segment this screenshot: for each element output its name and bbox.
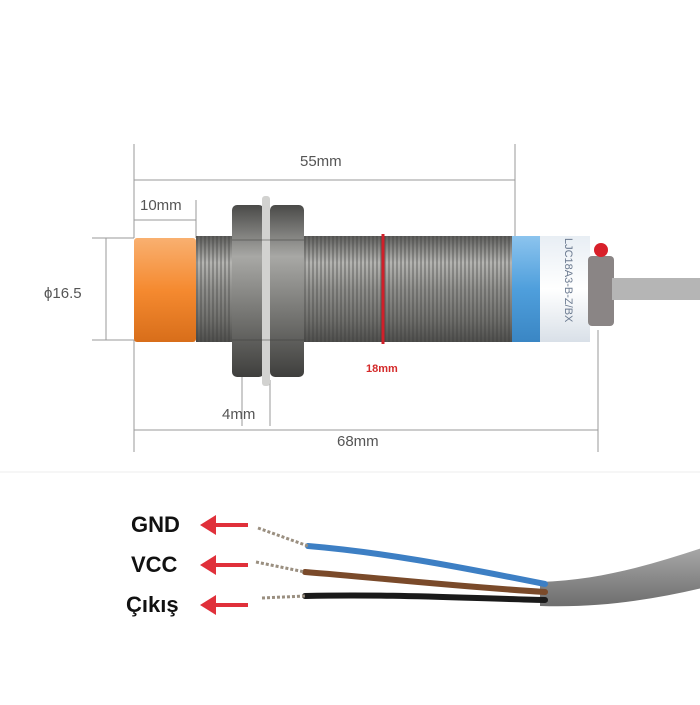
nut-2: [270, 205, 304, 377]
diameter-label: ϕ16.5: [44, 285, 82, 302]
gnd-label: GND: [131, 512, 180, 537]
blue-band: [512, 236, 542, 342]
output-cable: [612, 278, 700, 300]
sensor-body: [134, 196, 700, 386]
wire-blue: [305, 543, 548, 587]
sensing-face: [134, 238, 196, 342]
wire-brown: [302, 569, 548, 595]
vcc-label: VCC: [131, 552, 178, 577]
wire-bundle: [255, 526, 700, 607]
gray-jacket: [540, 548, 700, 607]
thread-size-label: 18mm: [366, 363, 398, 375]
output-label: Çıkış: [126, 592, 179, 617]
sensing-face-length-label: 10mm: [140, 197, 182, 214]
nut-1: [232, 205, 264, 377]
cable-gland: [588, 256, 614, 326]
nut-thickness-label: 4mm: [222, 406, 256, 423]
model-label: LJC18A3-B-Z/BX: [562, 238, 574, 323]
dimension-lines: [92, 144, 599, 452]
body-length-label: 55mm: [300, 153, 342, 170]
end-cap: [540, 236, 590, 342]
total-length-label: 68mm: [337, 433, 379, 450]
wire-arrows: [200, 515, 248, 615]
indicator-led: [594, 243, 608, 257]
washer: [262, 196, 270, 386]
wire-black: [302, 592, 548, 603]
